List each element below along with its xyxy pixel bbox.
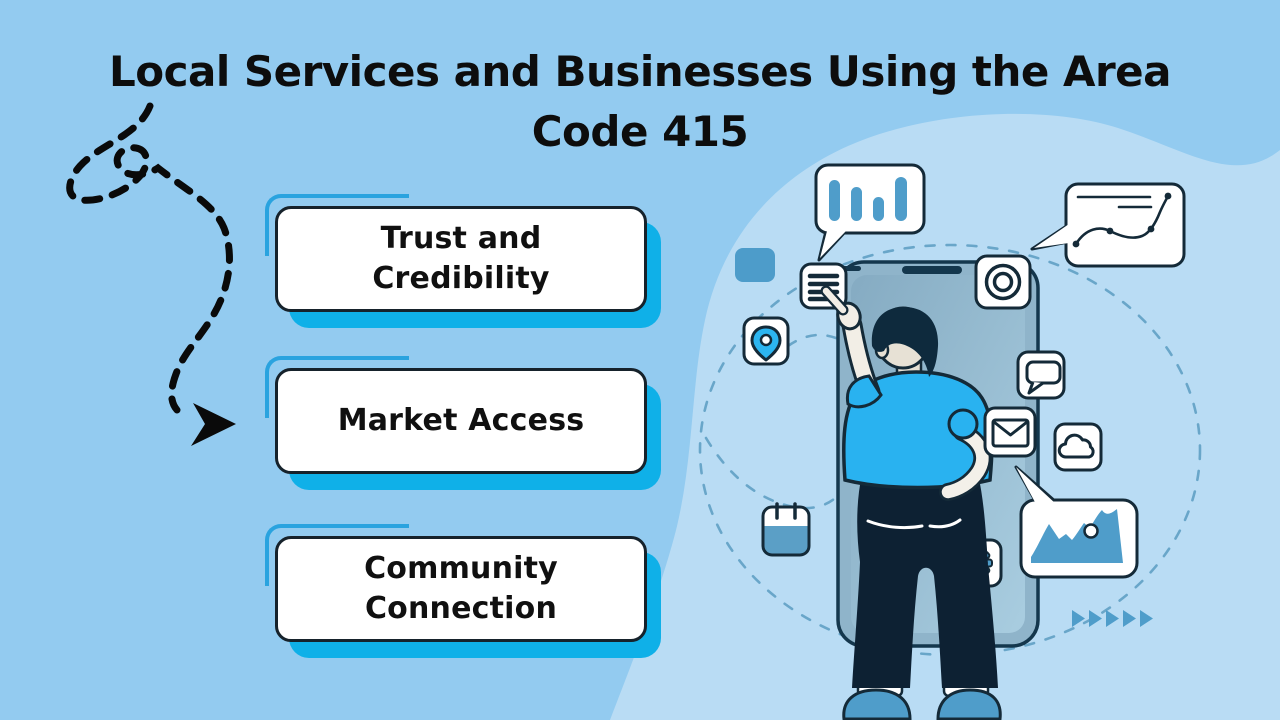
shoe (936, 688, 1002, 720)
bar-chart-bubble-icon (814, 163, 926, 262)
box-face: Community Connection (275, 536, 647, 642)
feature-box-market: Market Access (265, 356, 661, 490)
blue-square-accent (735, 248, 775, 282)
title-line-2: Code 415 (531, 106, 749, 156)
speaker-slot (902, 266, 962, 274)
feature-box-trust: Trust and Credibility (265, 194, 661, 328)
box-label: Community Connection (364, 550, 558, 627)
box-label: Trust and Credibility (372, 220, 550, 297)
dashed-path-arrow-icon (66, 102, 236, 446)
cloud-icon (1053, 422, 1103, 472)
person (820, 285, 1002, 720)
location-pin-icon (742, 316, 790, 366)
box-label: Market Access (337, 402, 585, 438)
box-offset-outline (265, 524, 409, 586)
feature-box-community: Community Connection (265, 524, 661, 658)
box-offset-outline (265, 194, 409, 256)
box-face: Market Access (275, 368, 647, 474)
page-title: Local Services and Businesses Using the … (5, 42, 1275, 161)
line-chart-bubble-icon (1030, 182, 1186, 268)
box-face: Trust and Credibility (275, 206, 647, 312)
forward-triangles-icon (1072, 610, 1153, 627)
title-line-1: Local Services and Businesses Using the … (108, 47, 1172, 96)
box-offset-outline (265, 356, 409, 418)
shoe (842, 688, 912, 720)
area-chart-bubble-icon (1014, 465, 1139, 579)
chat-bubble-icon (1016, 350, 1066, 400)
calendar-icon (761, 502, 811, 557)
hair (871, 306, 939, 377)
camera-lens-icon (974, 254, 1032, 310)
mail-icon (983, 406, 1037, 458)
arrowhead (191, 403, 236, 446)
